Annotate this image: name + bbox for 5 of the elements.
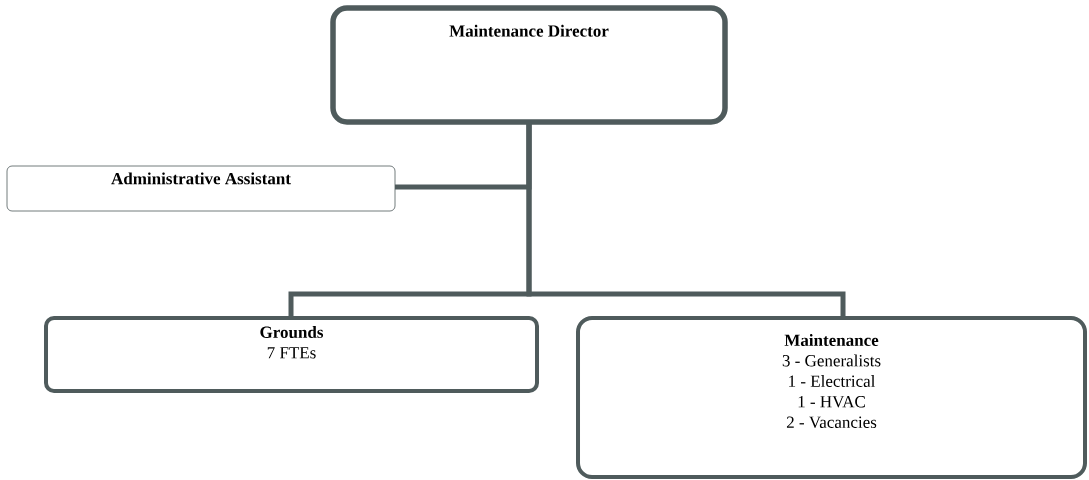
org-box: Maintenance Director: [330, 5, 728, 125]
org-box: Grounds 7 FTEs: [44, 316, 539, 393]
org-box: Administrative Assistant: [6, 165, 396, 212]
org-box: Maintenance 3 - Generalists 1 - Electrical 1 - HVAC 2 - Vacancies: [576, 316, 1087, 479]
connector-line: [526, 122, 846, 318]
